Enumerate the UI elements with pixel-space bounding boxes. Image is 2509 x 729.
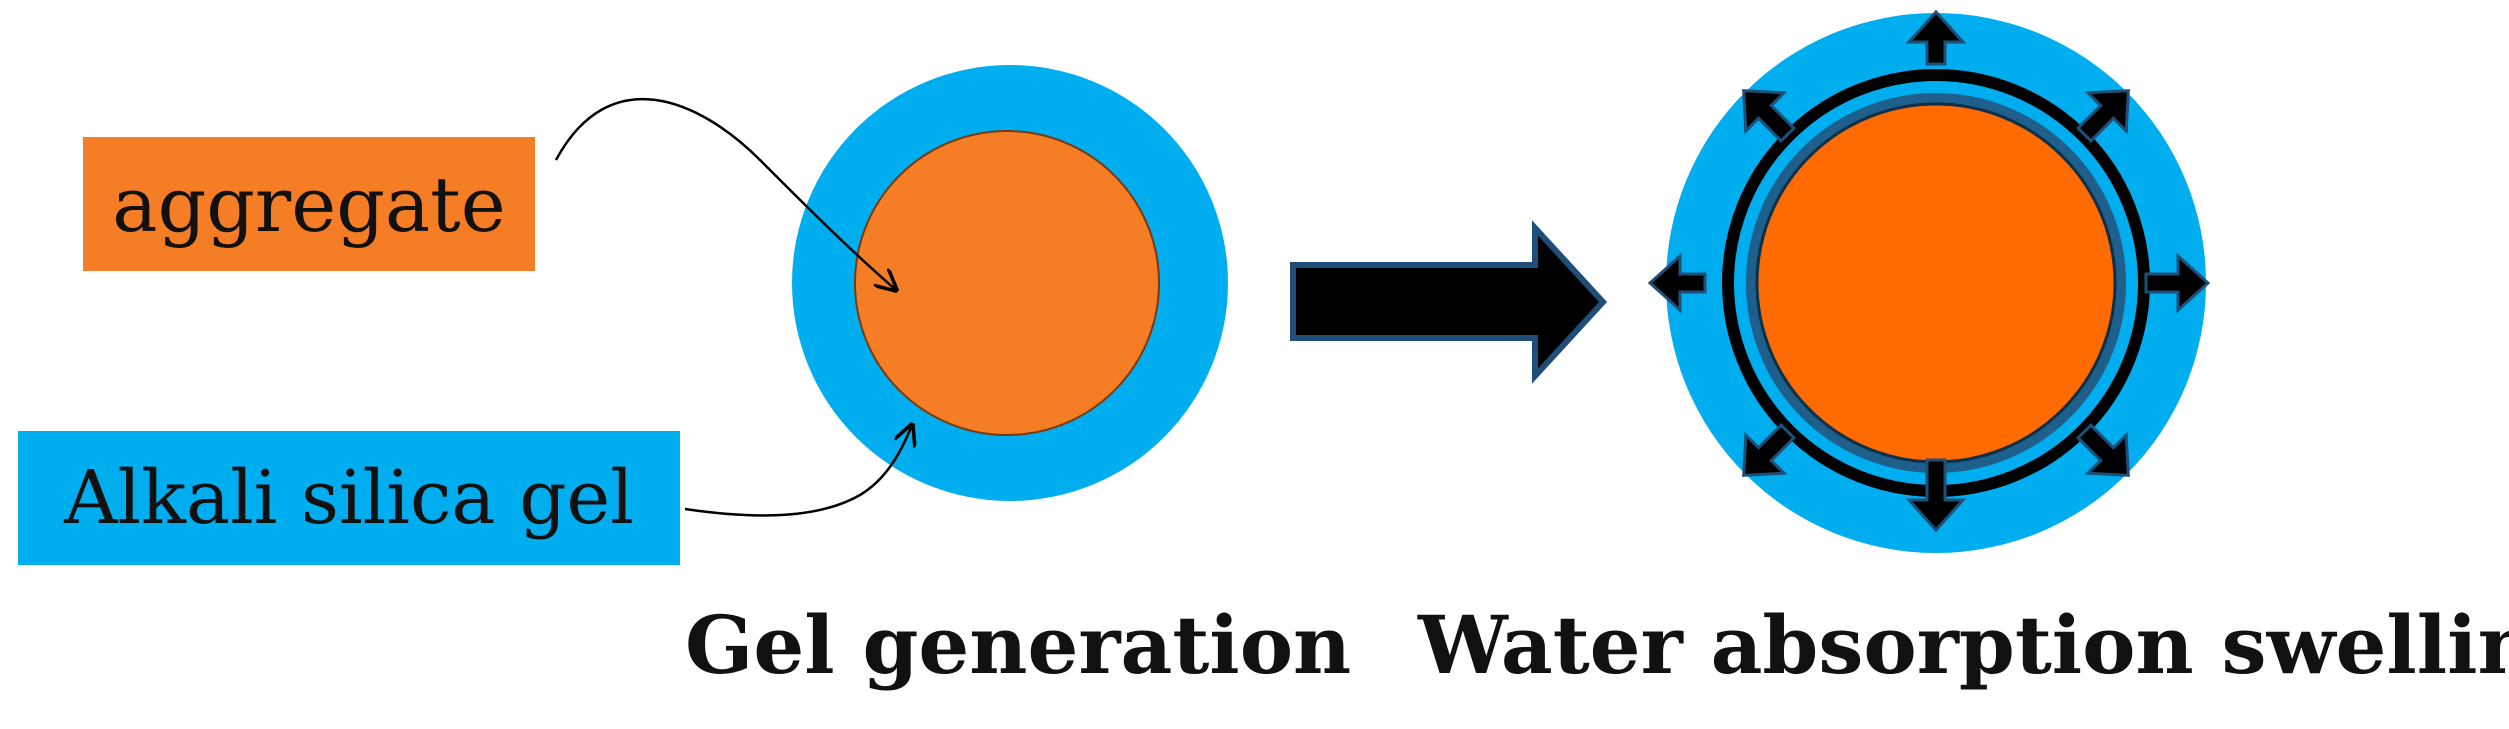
aggregate-label-text: aggregate [112,159,506,249]
swelling-particle [1647,9,2211,553]
aggregate-core-right [1746,93,2126,473]
expansion-arrow-lower-right [2076,423,2130,477]
aggregate-pointer-arrow [554,97,896,290]
expansion-arrow-lower-left [1742,423,1796,477]
aggregate-label-bg [83,137,535,271]
expansion-arrow-right [2144,252,2211,314]
gel-label-bg [18,431,680,565]
expansion-arrow-left [1647,252,1707,314]
alkali-silica-gel-label-text: Alkali silica gel [64,455,634,541]
aggregate-label: aggregate [83,137,535,271]
gel-pointer-arrow [684,425,912,517]
outward-arrow-icon [1647,9,2211,533]
expansion-arrow-upper-left [1742,89,1796,143]
expansion-arrow-upper-right [2076,89,2130,143]
expansion-arrow-bottom [1905,458,1967,533]
gel-generation-particle [792,65,1228,501]
expansion-arrow-top [1905,9,1967,66]
right-block-arrow-icon [1290,220,1608,384]
gel-generation-caption: Gel generation [685,598,1352,692]
aggregate-core-left [854,130,1160,436]
water-absorption-swelling-caption: Water absorption swelling [1418,598,2509,692]
alkali-silica-gel-label: Alkali silica gel [18,431,680,565]
